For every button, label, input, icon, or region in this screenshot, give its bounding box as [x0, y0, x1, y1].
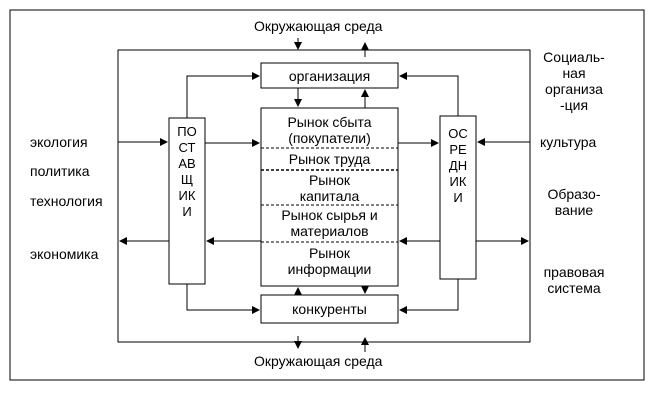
factor-social-organization: Социаль- ная организа -ция: [543, 49, 605, 113]
market-sales: Рынок сбыта (покупатели): [287, 114, 372, 146]
arrow: [186, 284, 260, 314]
factor-culture: культура: [540, 134, 597, 150]
environment-top-label: Окружающая среда: [254, 18, 383, 34]
inner-boundary: [117, 49, 531, 343]
market-information: Рынок информации: [287, 245, 372, 277]
competitors-box: [260, 294, 399, 324]
environment-bottom-label: Окружающая среда: [254, 353, 383, 369]
factor-education: Образо- вание: [547, 186, 601, 218]
organization-label: организация: [288, 68, 371, 84]
outer-frame: [9, 9, 645, 381]
suppliers-box: [168, 117, 206, 285]
market-raw-materials: Рынок сырья и материалов: [281, 207, 378, 239]
arrow: [186, 72, 260, 118]
market-labor: Рынок труда: [288, 151, 371, 167]
market-capital: Рынок капитала: [299, 172, 360, 204]
factor-legal-system: правовая система: [543, 264, 605, 296]
organization-box: [260, 62, 399, 89]
competitors-label: конкуренты: [292, 301, 367, 317]
arrow: [399, 279, 459, 314]
intermediaries-label: ОСРЕДНИКИ: [448, 126, 468, 205]
markets-box: [260, 107, 399, 287]
intermediaries-box: [439, 115, 477, 280]
factor-politics: политика: [30, 163, 90, 179]
factor-economy: экономика: [30, 246, 99, 262]
arrow: [399, 72, 459, 116]
factor-technology: технология: [30, 193, 103, 209]
factor-ecology: экология: [30, 134, 88, 150]
suppliers-label: ПОСТАВЩИКИ: [177, 124, 197, 219]
